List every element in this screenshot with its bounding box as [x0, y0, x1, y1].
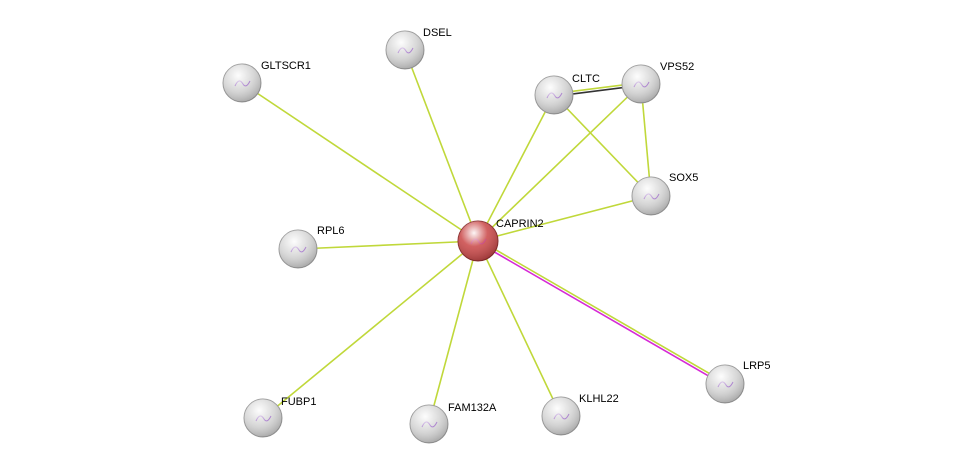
edge-line-textmining: [241, 82, 479, 242]
node-gloss: [279, 230, 317, 268]
node-label: SOX5: [669, 172, 698, 184]
edge-line-textmining: [553, 94, 652, 197]
edge-caprin2-rpl6[interactable]: [297, 240, 479, 250]
edge-caprin2-fubp1[interactable]: [262, 240, 479, 419]
edge-caprin2-sox5[interactable]: [477, 195, 652, 242]
edge-caprin2-cltc[interactable]: [477, 94, 555, 242]
edge-line-experiments: [476, 241, 725, 386]
edge-line-textmining: [297, 240, 479, 250]
node-gloss: [622, 65, 660, 103]
node-gloss: [458, 221, 498, 261]
node-dsel[interactable]: DSEL: [385, 27, 452, 70]
edge-line-textmining: [477, 83, 642, 242]
node-klhl22[interactable]: KLHL22: [541, 393, 619, 436]
node-label: GLTSCR1: [261, 60, 311, 72]
node-label: RPL6: [317, 225, 345, 237]
edge-line-textmining: [478, 239, 727, 384]
node-cltc[interactable]: CLTC: [534, 73, 600, 115]
edge-caprin2-lrp5[interactable]: [476, 239, 727, 386]
edge-line-textmining: [477, 195, 652, 242]
edge-caprin2-vps52[interactable]: [477, 83, 642, 242]
node-gloss: [632, 177, 670, 215]
edge-caprin2-fam132a[interactable]: [428, 240, 479, 425]
node-gloss: [410, 405, 448, 443]
node-label: CLTC: [572, 73, 600, 85]
edge-line-textmining: [477, 94, 555, 242]
node-fubp1[interactable]: FUBP1: [243, 396, 316, 438]
node-gloss: [386, 31, 424, 69]
node-label: FUBP1: [281, 396, 316, 408]
edge-line-textmining: [428, 240, 479, 425]
node-lrp5[interactable]: LRP5: [705, 360, 771, 404]
node-rpl6[interactable]: RPL6: [278, 225, 345, 269]
node-sox5[interactable]: SOX5: [631, 172, 698, 216]
node-gloss: [244, 399, 282, 437]
node-label: LRP5: [743, 360, 771, 372]
node-vps52[interactable]: VPS52: [621, 61, 694, 104]
node-label: VPS52: [660, 61, 694, 73]
node-caprin2[interactable]: CAPRIN2: [457, 218, 544, 262]
edge-caprin2-gltscr1[interactable]: [241, 82, 479, 242]
node-gloss: [535, 76, 573, 114]
edge-cltc-sox5[interactable]: [553, 94, 652, 197]
node-fam132a[interactable]: FAM132A: [409, 402, 497, 444]
node-label: CAPRIN2: [496, 218, 544, 230]
edge-line-textmining: [477, 240, 562, 417]
node-gloss: [706, 365, 744, 403]
edge-caprin2-klhl22[interactable]: [477, 240, 562, 417]
node-gltscr1[interactable]: GLTSCR1: [222, 60, 311, 103]
node-gloss: [542, 397, 580, 435]
node-label: KLHL22: [579, 393, 619, 405]
edge-line-textmining: [404, 49, 479, 242]
edge-line-textmining: [262, 240, 479, 419]
node-label: DSEL: [423, 27, 452, 39]
node-gloss: [223, 64, 261, 102]
node-label: FAM132A: [448, 402, 497, 414]
edge-caprin2-dsel[interactable]: [404, 49, 479, 242]
